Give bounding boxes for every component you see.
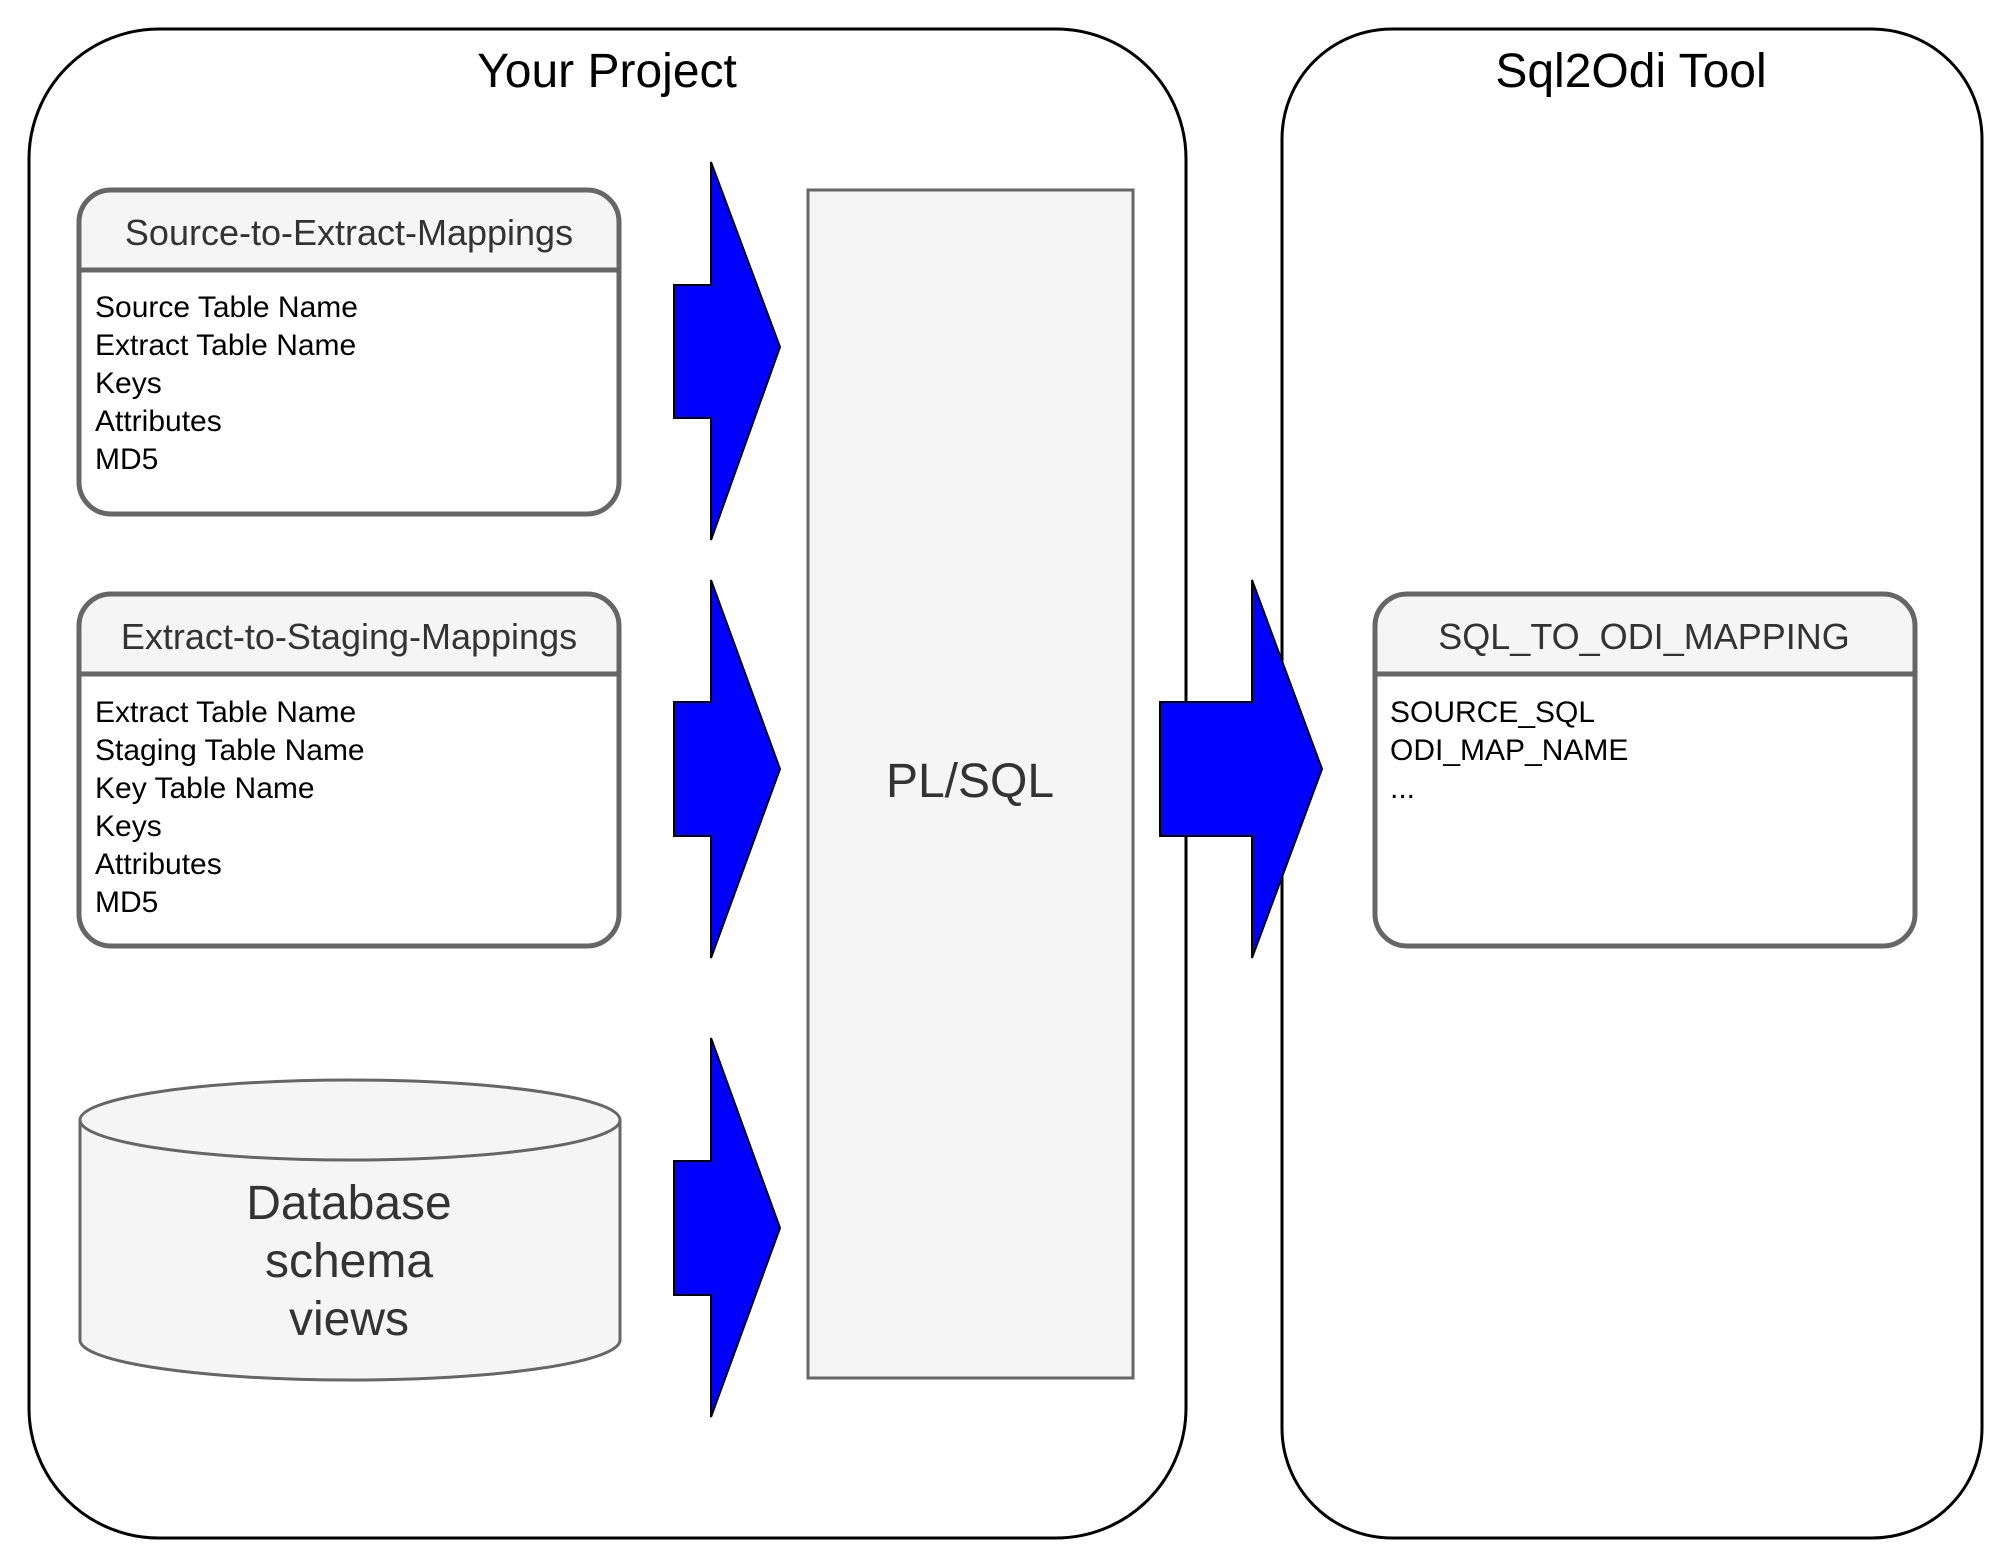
database-label-line: schema xyxy=(265,1235,433,1288)
entity-attribute: ... xyxy=(1390,772,1415,805)
arrow-right-icon xyxy=(1159,579,1324,959)
database-label-line: Database xyxy=(246,1177,451,1230)
entity-header-bg xyxy=(79,594,619,674)
entity-attribute: Keys xyxy=(95,367,162,400)
entity-border xyxy=(76,591,622,949)
database-schema-views[interactable]: Database schema views xyxy=(78,1078,622,1382)
entity-title: Extract-to-Staging-Mappings xyxy=(121,616,577,657)
arrow-right-icon xyxy=(673,161,782,541)
entity-sql-to-odi-mapping[interactable]: SQL_TO_ODI_MAPPING SOURCE_SQL ODI_MAP_NA… xyxy=(1372,591,1918,949)
entity-attribute: ODI_MAP_NAME xyxy=(1390,734,1628,767)
region-your-project-title: Your Project xyxy=(477,45,737,98)
database-body xyxy=(78,1120,622,1382)
entity-header-bg xyxy=(79,190,619,270)
entity-attribute: MD5 xyxy=(95,443,158,476)
region-sql2odi-tool: Sql2Odi Tool xyxy=(1280,27,1984,1540)
entity-border xyxy=(1372,591,1918,949)
plsql-processor[interactable]: PL/SQL xyxy=(806,188,1135,1380)
entity-attribute: MD5 xyxy=(95,886,158,919)
region-sql2odi-tool-border xyxy=(1280,27,1984,1540)
plsql-box xyxy=(806,188,1135,1380)
entity-extract-to-staging-mappings[interactable]: Extract-to-Staging-Mappings Extract Tabl… xyxy=(76,591,622,949)
entity-border xyxy=(76,187,622,517)
entity-source-to-extract-mappings[interactable]: Source-to-Extract-Mappings Source Table … xyxy=(76,187,622,517)
arrow-right-icon xyxy=(673,1037,782,1418)
entity-header-bg xyxy=(1375,594,1915,674)
arrow-right-icon xyxy=(673,579,782,959)
entity-attribute: SOURCE_SQL xyxy=(1390,696,1595,729)
entity-attribute: Extract Table Name xyxy=(95,696,356,729)
entity-title: SQL_TO_ODI_MAPPING xyxy=(1438,616,1849,657)
entity-attribute: Attributes xyxy=(95,848,222,881)
database-top xyxy=(78,1078,622,1162)
entity-attribute: Key Table Name xyxy=(95,772,315,805)
entity-attribute: Source Table Name xyxy=(95,291,358,324)
database-label-line: views xyxy=(289,1293,409,1346)
plsql-label: PL/SQL xyxy=(886,755,1054,808)
entity-title: Source-to-Extract-Mappings xyxy=(125,212,573,253)
entity-attribute: Extract Table Name xyxy=(95,329,356,362)
region-sql2odi-tool-title: Sql2Odi Tool xyxy=(1495,45,1766,98)
entity-attribute: Staging Table Name xyxy=(95,734,365,767)
entity-attribute: Attributes xyxy=(95,405,222,438)
entity-attribute: Keys xyxy=(95,810,162,843)
